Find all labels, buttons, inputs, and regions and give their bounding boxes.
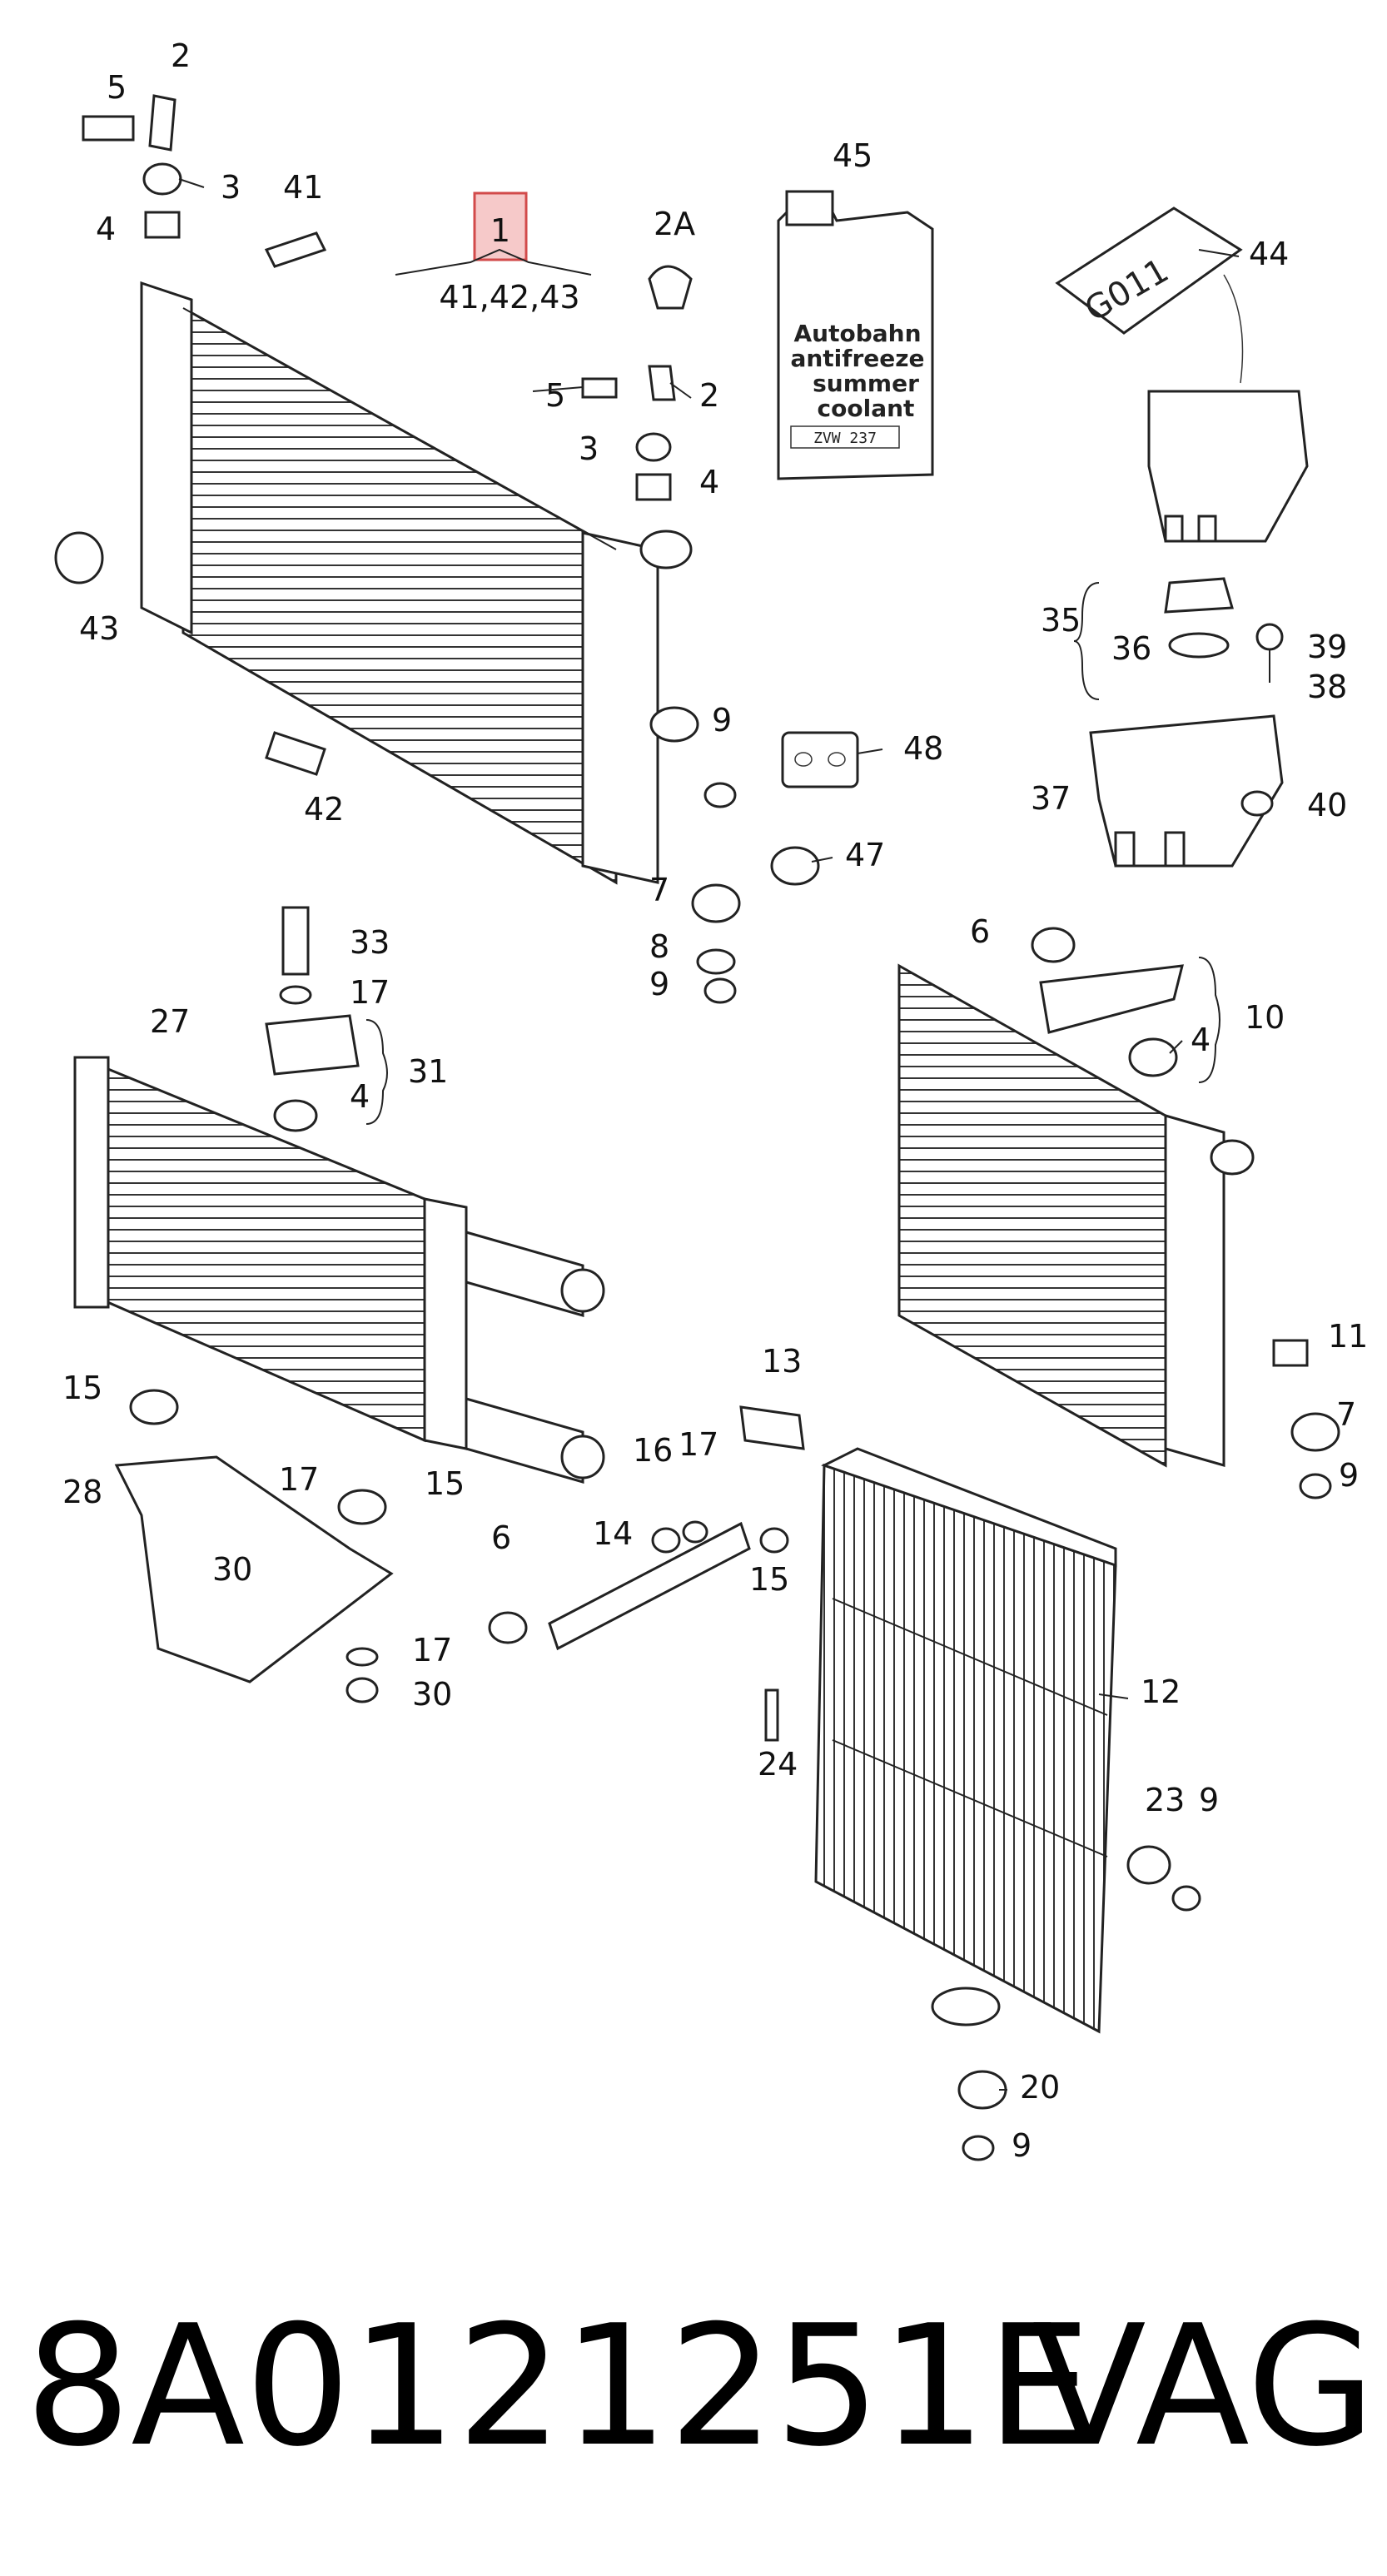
highlight-box <box>473 191 528 261</box>
callout-labels: 2 5 3 4 41 2A 45 44 5 2 3 4 43 35 36 39 … <box>62 37 1368 2164</box>
bottle-line1: Autobahn <box>793 320 921 347</box>
callout-17-c: 17 <box>679 1426 718 1463</box>
callout-9-d: 9 <box>1199 1782 1219 1818</box>
callout-4-top: 4 <box>96 211 116 247</box>
callout-12: 12 <box>1141 1673 1181 1710</box>
callout-7-a: 7 <box>649 872 669 908</box>
bottle-line3: summer <box>813 370 919 397</box>
expansion-tank-upper <box>1147 390 1309 543</box>
callout-24: 24 <box>758 1746 798 1783</box>
callout-4-b: 4 <box>350 1078 370 1115</box>
callout-4-c: 4 <box>1191 1022 1211 1058</box>
callout-2a: 2A <box>654 206 695 242</box>
brace-and-bracket <box>488 1405 805 1651</box>
callout-7-b: 7 <box>1336 1396 1356 1433</box>
callout-48: 48 <box>903 730 943 767</box>
callout-41: 41 <box>283 169 323 206</box>
callout-17-a: 17 <box>350 974 390 1011</box>
callout-5-top: 5 <box>107 69 127 106</box>
highlight-label: 1 <box>490 212 510 249</box>
callout-23: 23 <box>1145 1782 1185 1818</box>
callout-39: 39 <box>1307 629 1347 665</box>
callout-33: 33 <box>350 924 390 961</box>
radiator-12 <box>764 1447 1201 2161</box>
callout-45: 45 <box>833 137 872 174</box>
additive-tank: G011 <box>1055 206 1244 384</box>
callout-20: 20 <box>1020 2069 1060 2106</box>
part-number: 8A0121251E <box>25 2290 1091 2484</box>
callout-3-top: 3 <box>221 169 241 206</box>
leader-lines <box>178 178 1240 2091</box>
callout-13: 13 <box>762 1343 802 1380</box>
callout-11: 11 <box>1328 1318 1368 1355</box>
callout-15-c: 15 <box>749 1561 789 1598</box>
callout-30-a: 30 <box>212 1551 252 1588</box>
callout-3-mid: 3 <box>579 430 599 467</box>
callout-15-a: 15 <box>62 1370 102 1406</box>
top-left-hardware <box>82 94 327 776</box>
callout-10: 10 <box>1245 999 1285 1036</box>
callout-37: 37 <box>1031 780 1071 817</box>
main-radiator <box>54 281 699 885</box>
callout-6-a: 6 <box>970 913 990 950</box>
callout-16: 16 <box>633 1432 673 1469</box>
callout-8: 8 <box>649 928 669 965</box>
callout-4-mid: 4 <box>699 464 719 500</box>
callout-9-c: 9 <box>1339 1457 1359 1494</box>
callout-43: 43 <box>79 610 119 647</box>
callout-44: 44 <box>1249 236 1289 272</box>
callout-35: 35 <box>1041 602 1081 639</box>
callout-40: 40 <box>1307 787 1347 823</box>
callout-9-b: 9 <box>649 966 669 1002</box>
coolant-bottle: Autobahn antifreeze summer coolant ZVW 2… <box>777 190 934 480</box>
bracket-28 <box>114 1455 394 1683</box>
callout-5-mid: 5 <box>545 377 565 414</box>
radiator-27-mounts <box>129 906 387 1703</box>
callout-31: 31 <box>408 1053 448 1090</box>
callout-17-b: 17 <box>279 1461 319 1498</box>
callout-28: 28 <box>62 1474 102 1510</box>
expansion-tank-lower <box>1089 577 1284 868</box>
callout-2-top: 2 <box>171 37 191 74</box>
group-brace <box>395 248 592 276</box>
callout-47: 47 <box>845 837 885 873</box>
callout-9-a: 9 <box>712 702 732 738</box>
small-mounts-top <box>691 731 859 1004</box>
drain-plug-icon <box>54 531 104 584</box>
mid-hardware <box>581 265 693 501</box>
callout-14: 14 <box>593 1515 633 1552</box>
callout-17-d: 17 <box>412 1632 452 1668</box>
callout-15-b: 15 <box>425 1465 465 1502</box>
callout-9-e: 9 <box>1012 2127 1032 2164</box>
callout-30-b: 30 <box>412 1676 452 1713</box>
group-label: 41,42,43 <box>439 279 579 316</box>
brand: VAG <box>1032 2290 1375 2484</box>
callout-2-mid: 2 <box>699 377 719 414</box>
bottle-line4: coolant <box>818 395 915 422</box>
radiator-10 <box>897 927 1340 1499</box>
callout-42: 42 <box>304 791 344 828</box>
callout-38: 38 <box>1307 669 1347 705</box>
bottle-line2: antifreeze <box>790 345 924 372</box>
radiator-27 <box>73 1056 605 1484</box>
callout-36: 36 <box>1111 630 1151 667</box>
bottle-code: ZVW 237 <box>813 430 877 447</box>
callout-27: 27 <box>150 1003 190 1040</box>
callout-6-b: 6 <box>491 1519 511 1556</box>
